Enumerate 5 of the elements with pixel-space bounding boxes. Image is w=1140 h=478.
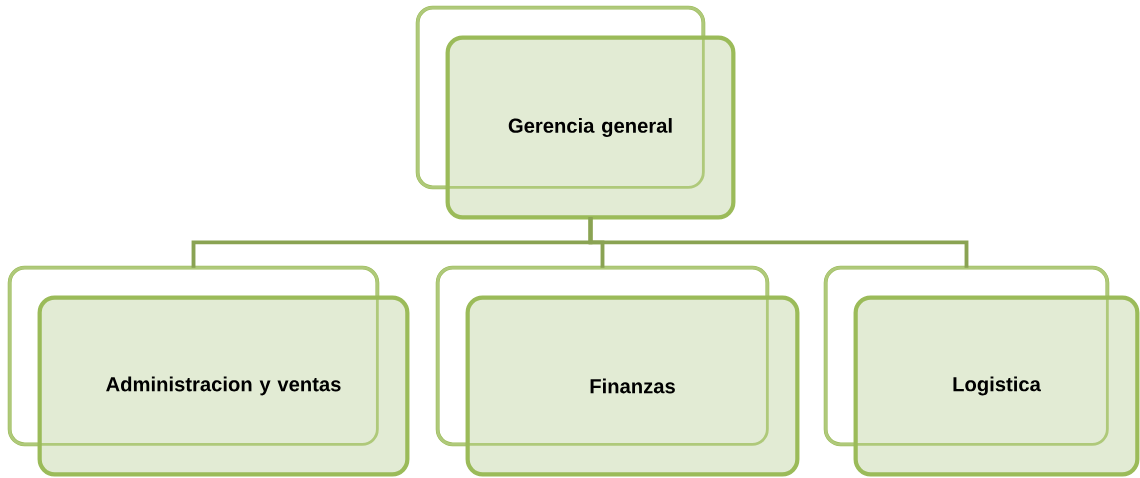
org-box: Logistica [823, 265, 1140, 477]
org-box: Finanzas [435, 265, 800, 477]
org-box: Administracion y ventas [7, 265, 410, 477]
org-box: Gerencia general [415, 5, 736, 220]
connector-line [588, 217, 969, 268]
